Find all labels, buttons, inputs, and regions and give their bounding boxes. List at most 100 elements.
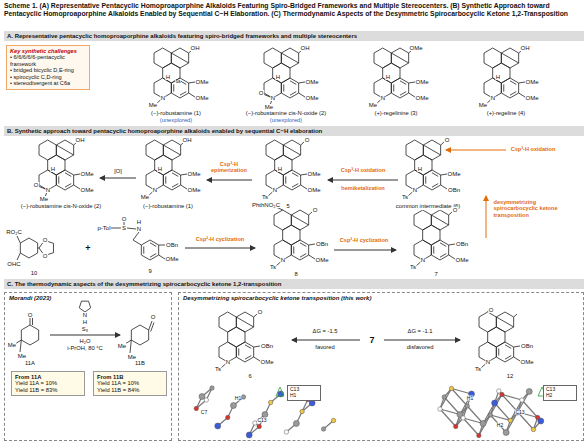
box-text: • bridged bicyclic D,E-ring (10, 67, 86, 73)
bond-line (133, 240, 141, 245)
atom-label: OMe (525, 95, 539, 101)
bond-line (290, 92, 296, 96)
bond-line (300, 243, 306, 247)
atom-label: H (277, 166, 282, 172)
bond-line (501, 53, 518, 63)
atom-label: N (490, 95, 495, 101)
compound-caption: 12 (506, 374, 513, 380)
ring-bond (479, 312, 496, 332)
inset-box: C13H2 (543, 385, 577, 401)
box-heading: From 11B (97, 374, 163, 381)
ring-bond (423, 140, 440, 160)
reaction-arrow (384, 340, 460, 341)
panel-box: Desymmetrizing spirocarbocyclic ketone t… (178, 292, 584, 441)
atom-label: OBn (315, 241, 328, 247)
reaction-arrow (446, 150, 506, 151)
box-text: B. Synthetic approach toward pentacyclic… (7, 128, 581, 135)
atom-label: O (33, 182, 39, 188)
ring-bond (283, 170, 300, 190)
atom-label: OMe (415, 79, 429, 85)
bond-line (291, 215, 308, 225)
compound-number: 7 (369, 336, 375, 345)
atom-label: OMe (315, 257, 329, 263)
atom-ball (268, 400, 272, 404)
ring-bond (228, 327, 245, 347)
atom-ball (480, 421, 486, 427)
ring-bond (171, 48, 188, 68)
bond-line (163, 145, 180, 155)
atom-label: Me (39, 196, 48, 202)
atom-label: C13 (515, 410, 525, 415)
section-band: B. Synthetic approach toward pentacyclic… (4, 126, 584, 136)
atom-label: H (82, 319, 87, 325)
atom-ball (204, 398, 208, 402)
bond-line (433, 246, 434, 253)
atom-ball (199, 394, 205, 400)
bond-line (423, 145, 440, 155)
ring-bond (484, 48, 501, 68)
atom-label: OBn (260, 343, 273, 349)
section-band: A. Representative pentacyclic homoproapo… (4, 31, 584, 41)
compound-caption: 6 (248, 374, 252, 380)
box-text: A. Representative pentacyclic homoproapo… (7, 33, 581, 40)
bond-line (510, 92, 516, 96)
atom-label: OMe (415, 95, 429, 101)
compound-caption: S₈ (81, 327, 88, 333)
reaction-arrow (328, 180, 398, 181)
challenge-box: Key synthetic challenges• 6/6/6/6/6-pent… (6, 45, 90, 90)
atom-label: OH (75, 137, 85, 143)
atom-label: Ts (410, 264, 417, 270)
atom-label: OH (300, 45, 310, 51)
ring-bond (496, 342, 513, 362)
atom-label: OH (520, 45, 530, 51)
atom-label: N (152, 187, 157, 193)
bond-line (452, 389, 468, 407)
box-text: C. The thermodynamic aspects of the desy… (7, 281, 581, 288)
reaction-arrow (185, 248, 255, 249)
atom-ball (230, 403, 236, 409)
atom-label: OMe (305, 79, 319, 85)
atom-label: OMe (165, 256, 179, 262)
atom-label: OMe (80, 171, 94, 177)
atom-label: C7 (200, 410, 207, 415)
bond-line (440, 254, 446, 258)
ring-bond (276, 387, 284, 396)
bond-line (391, 53, 408, 63)
bond-line (505, 345, 511, 349)
box-text: H2 (546, 393, 574, 399)
locant-label: 6a (175, 80, 181, 85)
bond-line (514, 346, 520, 347)
atom-ball (194, 406, 198, 410)
ring-bond (39, 140, 56, 160)
status-note: (unexplored) (159, 118, 193, 124)
atom-label: H (50, 166, 55, 172)
atom-ball (210, 386, 214, 390)
box-text: Yield 11A = 10% (15, 380, 81, 387)
box-heading: From 11A (15, 374, 81, 381)
atom-label: Me (127, 354, 136, 360)
atom-label: H (385, 74, 390, 80)
bond-line (30, 318, 31, 325)
compound-caption: (+)-regelinine (3) (374, 111, 418, 117)
ring-bond (374, 48, 391, 68)
atom-ball (508, 418, 512, 422)
compound-caption: [O] (114, 169, 123, 175)
bond-line (143, 246, 144, 253)
atom-ball (465, 404, 469, 408)
ring-bond (431, 210, 448, 230)
bond-line (400, 92, 406, 96)
bond-line (173, 84, 174, 91)
atom-label: Me (17, 353, 26, 359)
ring-bond (219, 312, 236, 332)
bond-line (283, 145, 300, 155)
bond-line (514, 314, 517, 317)
atom-label: H2 (496, 423, 503, 428)
ring-bond (391, 78, 408, 98)
bond-line (290, 81, 296, 85)
atom-label: Ts (270, 264, 277, 270)
compound-caption: ΔG = -1.1 (407, 329, 433, 335)
atom-label: OMe (187, 171, 201, 177)
reaction-arrow (100, 178, 136, 179)
atom-label: Ts (215, 366, 222, 372)
reaction-condition: Csp³-H oxidation (340, 168, 386, 174)
